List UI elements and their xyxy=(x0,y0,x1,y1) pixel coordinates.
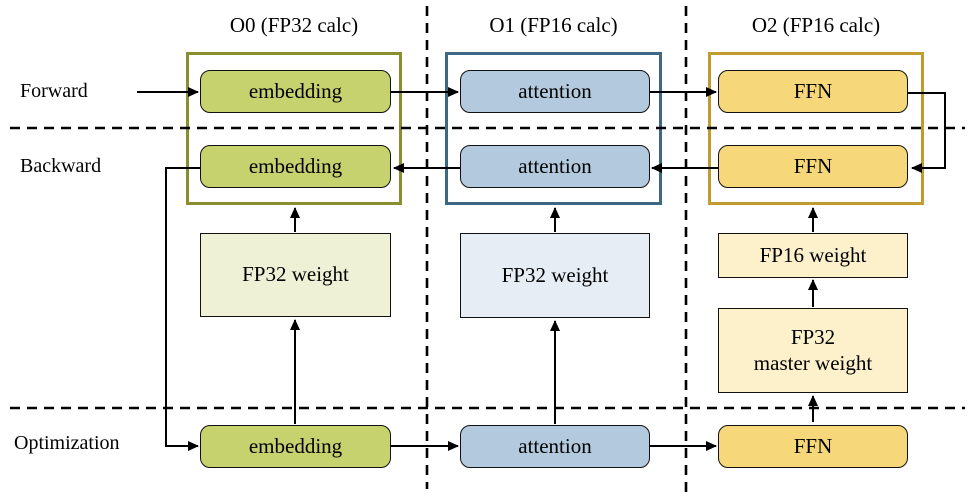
node-embedding-backward: embedding xyxy=(200,145,391,188)
arrow-backward-to-optimization xyxy=(165,167,200,451)
node-attention-backward: attention xyxy=(460,145,650,188)
column-title-o0: O0 (FP32 calc) xyxy=(229,13,359,37)
column-title-o1: O1 (FP16 calc) xyxy=(489,13,618,37)
node-fp32-weight-o0: FP32 weight xyxy=(200,233,391,317)
node-attention-optimization: attention xyxy=(460,425,650,468)
node-attention-forward: attention xyxy=(460,70,650,113)
node-fp32-master-weight-o2: FP32 master weight xyxy=(718,308,908,393)
arrow-ffn-forward-to-backward-loop xyxy=(908,92,946,173)
row-label-backward: Backward xyxy=(20,155,102,177)
node-ffn-forward: FFN xyxy=(718,70,908,113)
node-embedding-optimization: embedding xyxy=(200,425,391,468)
node-ffn-optimization: FFN xyxy=(718,425,908,468)
row-label-forward: Forward xyxy=(20,80,88,102)
node-embedding-forward: embedding xyxy=(200,70,391,113)
column-title-o2: O2 (FP16 calc) xyxy=(751,13,881,37)
node-fp32-weight-o1: FP32 weight xyxy=(460,233,650,318)
row-label-optimization: Optimization xyxy=(14,432,120,454)
node-fp16-weight-o2: FP16 weight xyxy=(718,233,908,278)
node-ffn-backward: FFN xyxy=(718,145,908,188)
